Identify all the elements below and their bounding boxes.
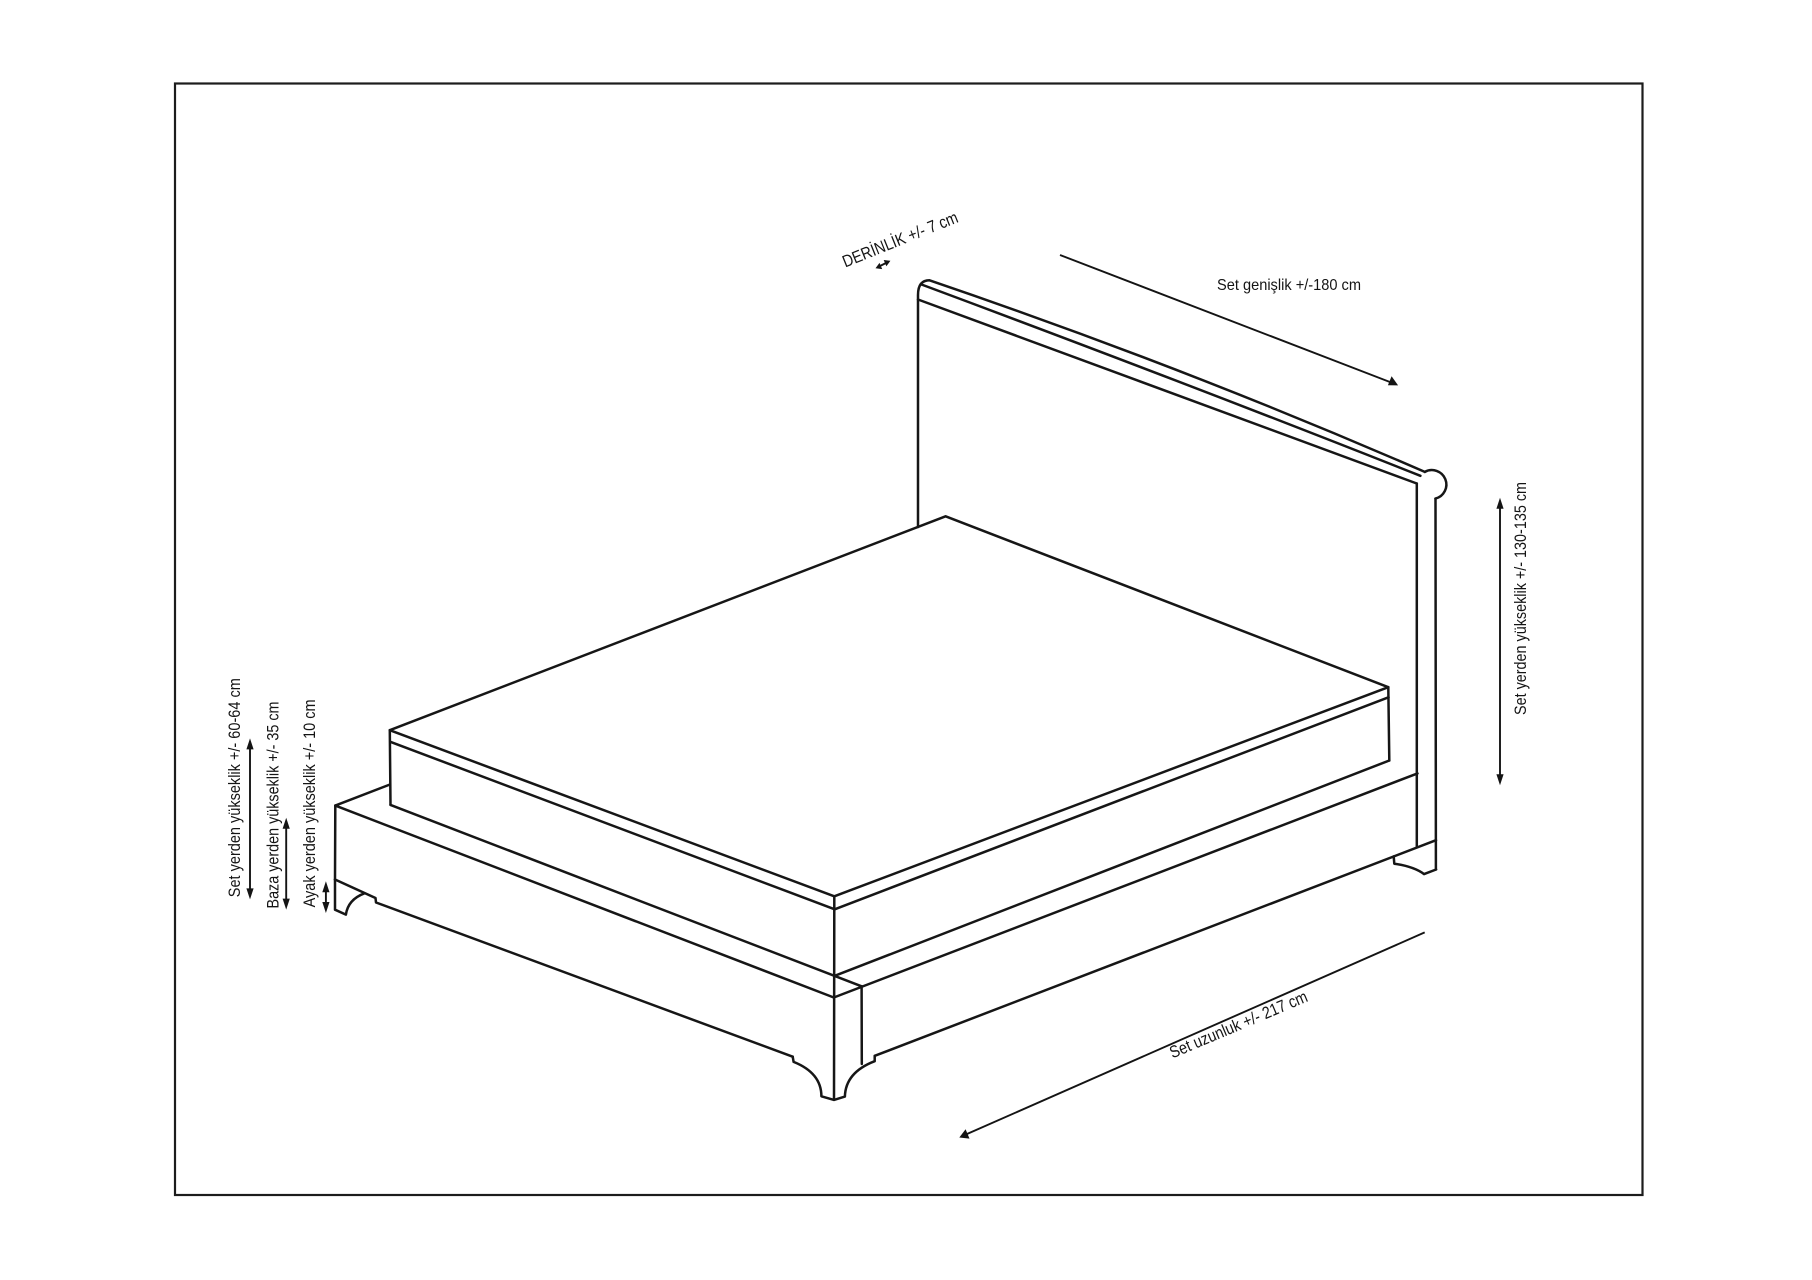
svg-text:Ayak yerden yükseklik +/- 10 c: Ayak yerden yükseklik +/- 10 cm	[300, 699, 319, 907]
svg-text:Set genişlik +/-180 cm: Set genişlik +/-180 cm	[1217, 277, 1361, 294]
svg-text:Set uzunluk +/- 217 cm: Set uzunluk +/- 217 cm	[1167, 987, 1311, 1062]
svg-text:Set yerden yükseklik +/- 60-64: Set yerden yükseklik +/- 60-64 cm	[225, 678, 244, 897]
svg-text:Set yerden yükseklik +/- 130-1: Set yerden yükseklik +/- 130-135 cm	[1511, 482, 1530, 715]
svg-text:Baza yerden yükseklik +/- 35 c: Baza yerden yükseklik +/- 35 cm	[264, 702, 283, 909]
svg-text:DERİNLİK +/- 7 cm: DERİNLİK +/- 7 cm	[840, 208, 961, 272]
